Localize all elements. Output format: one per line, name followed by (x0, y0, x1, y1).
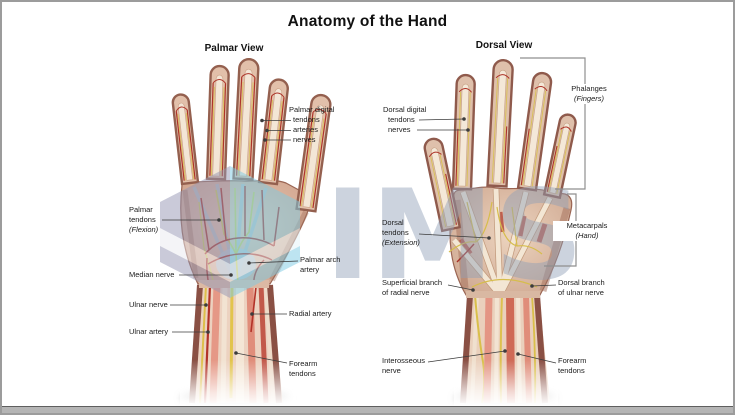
watermark-logo (160, 166, 300, 298)
watermark-hexagon-left (160, 166, 230, 298)
label-palmar-digital: Palmar digital tendons arteries nerves (289, 105, 335, 144)
palmar-view-label: Palmar View (204, 43, 264, 54)
label-median-nerve: Median nerve (129, 270, 175, 279)
label-dorsal-tendons: Dorsal tendons (Extension) (382, 218, 420, 247)
dorsal-fingers (423, 58, 577, 233)
label-forearm-tendons-dorsal: Forearm tendons (558, 356, 587, 375)
leader-lines (162, 117, 557, 364)
watermark-chevron (160, 228, 300, 282)
label-ulnar-nerve: Ulnar nerve (129, 300, 168, 309)
label-ulnar-artery: Ulnar artery (129, 327, 169, 336)
label-interosseous-nerve: Interosseous nerve (382, 356, 425, 375)
label-palmar-arch-artery: Palmar arch artery (300, 255, 341, 274)
page-title: Anatomy of the Hand (287, 13, 448, 30)
dorsal-hand-illustration (423, 58, 577, 407)
palmar-fingers (171, 57, 332, 213)
label-forearm-tendons-palmar: Forearm tendons (289, 359, 318, 378)
frame-bottom-edge (2, 406, 733, 413)
label-dorsal-branch-ulnar: Dorsal branch of ulnar nerve (558, 278, 605, 297)
label-superficial-branch-radial: Superficial branch of radial nerve (382, 278, 443, 297)
label-metacarpals: Metacarpals (Hand) (553, 221, 621, 241)
bracket-phalanges (520, 57, 586, 190)
label-palmar-tendons: Palmar tendons (Flexion) (129, 205, 159, 234)
label-radial-artery: Radial artery (289, 309, 332, 318)
label-phalanges: Phalanges (Fingers) (559, 84, 619, 104)
label-dorsal-digital: Dorsal digital tendons nerves (383, 105, 427, 134)
watermark-hexagon-right (230, 166, 300, 298)
dorsal-view-label: Dorsal View (475, 40, 533, 51)
